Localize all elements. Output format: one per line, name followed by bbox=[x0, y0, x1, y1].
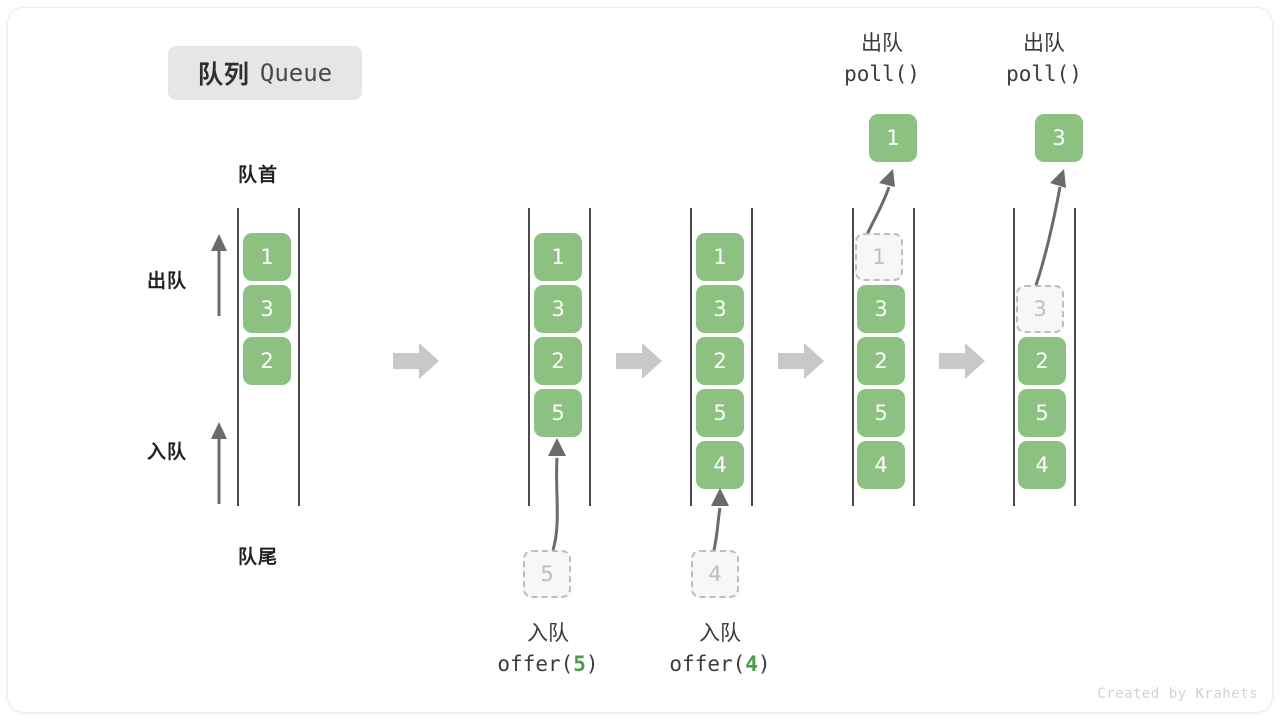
queue5-element-0: 2 bbox=[1018, 337, 1066, 385]
poll-1-returned-element: 1 bbox=[869, 114, 917, 162]
queue2-element-3: 5 bbox=[534, 389, 582, 437]
queue5-outgoing-ghost: 3 bbox=[1016, 285, 1064, 333]
enqueue-direction-arrow bbox=[211, 422, 227, 504]
queue4-outgoing-ghost: 1 bbox=[855, 233, 903, 281]
offer-4-caption-code: offer(4) bbox=[669, 652, 771, 676]
queue4-element-0: 3 bbox=[857, 285, 905, 333]
queue-rail-left-3 bbox=[690, 208, 692, 506]
queue3-element-4: 4 bbox=[696, 441, 744, 489]
offer-4-arrow bbox=[711, 488, 729, 551]
queue1-element-1: 3 bbox=[243, 285, 291, 333]
title-english: Queue bbox=[259, 59, 333, 87]
queue-rail-left-1 bbox=[237, 208, 239, 506]
offer-5-caption-code: offer(5) bbox=[497, 652, 599, 676]
poll-3-arrow bbox=[1032, 169, 1066, 292]
queue3-element-3: 5 bbox=[696, 389, 744, 437]
dequeue-side-label: 出队 bbox=[147, 270, 188, 292]
poll-3-returned-element: 3 bbox=[1035, 114, 1083, 162]
front-label: 队首 bbox=[238, 164, 279, 186]
step-arrow-3 bbox=[778, 343, 824, 379]
poll-3-caption: 出队 poll() bbox=[974, 28, 1114, 90]
offer-4-caption: 入队 offer(4) bbox=[630, 618, 810, 680]
poll-1-caption: 出队 poll() bbox=[812, 28, 952, 90]
queue3-element-1: 3 bbox=[696, 285, 744, 333]
title-chinese: 队列 bbox=[197, 60, 250, 89]
poll-1-caption-cn: 出队 bbox=[861, 31, 903, 55]
poll-3-caption-code: poll() bbox=[1006, 62, 1082, 86]
poll-1-caption-code: poll() bbox=[844, 62, 920, 86]
dequeue-direction-arrow bbox=[211, 234, 227, 316]
queue4-element-1: 2 bbox=[857, 337, 905, 385]
offer-5-arrow bbox=[548, 438, 566, 551]
offer-5-caption-cn: 入队 bbox=[527, 621, 569, 645]
queue2-incoming-ghost: 5 bbox=[523, 550, 571, 598]
queue-rail-right-1 bbox=[298, 208, 300, 506]
queue5-element-2: 4 bbox=[1018, 441, 1066, 489]
queue4-element-3: 4 bbox=[857, 441, 905, 489]
queue3-incoming-ghost: 4 bbox=[691, 550, 739, 598]
queue3-element-0: 1 bbox=[696, 233, 744, 281]
watermark: Created by Krahets bbox=[1097, 686, 1258, 702]
step-arrow-2 bbox=[616, 343, 662, 379]
queue-rail-right-5 bbox=[1074, 208, 1076, 506]
enqueue-side-label: 入队 bbox=[147, 441, 188, 463]
queue-rail-right-3 bbox=[751, 208, 753, 506]
queue2-element-2: 2 bbox=[534, 337, 582, 385]
queue-rail-left-2 bbox=[528, 208, 530, 506]
queue-rail-right-2 bbox=[589, 208, 591, 506]
offer-5-caption: 入队 offer(5) bbox=[458, 618, 638, 680]
diagram-title-badge: 队列 Queue bbox=[168, 46, 362, 100]
queue1-element-0: 1 bbox=[243, 233, 291, 281]
queue-rail-left-5 bbox=[1013, 208, 1015, 506]
queue2-element-0: 1 bbox=[534, 233, 582, 281]
step-arrow-1 bbox=[393, 343, 439, 379]
rear-label: 队尾 bbox=[238, 546, 279, 568]
queue1-element-2: 2 bbox=[243, 337, 291, 385]
poll-3-caption-cn: 出队 bbox=[1023, 31, 1065, 55]
queue-rail-right-4 bbox=[913, 208, 915, 506]
queue-rail-left-4 bbox=[852, 208, 854, 506]
poll-1-arrow bbox=[863, 169, 895, 240]
step-arrow-4 bbox=[939, 343, 985, 379]
queue5-element-1: 5 bbox=[1018, 389, 1066, 437]
queue4-element-2: 5 bbox=[857, 389, 905, 437]
offer-4-caption-cn: 入队 bbox=[699, 621, 741, 645]
queue2-element-1: 3 bbox=[534, 285, 582, 333]
queue3-element-2: 2 bbox=[696, 337, 744, 385]
